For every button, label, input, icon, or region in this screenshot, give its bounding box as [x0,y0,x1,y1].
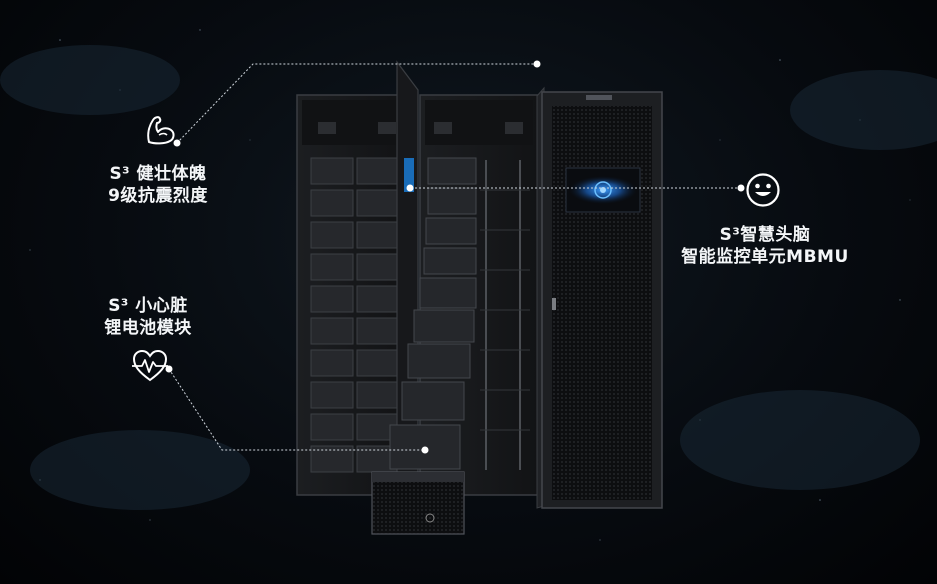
structure-callout-line1: S³ 健壮体魄 [109,164,207,184]
heartbeat-icon [132,349,168,382]
smiley-face-icon [746,173,780,207]
battery-callout-line1: S³ 小心脏 [108,296,188,316]
callout-lines [168,63,741,451]
structure-callout-line2: 9级抗震烈度 [108,186,208,206]
control-cabinet [536,86,663,509]
middle-cabinet [371,94,539,535]
callout-line-structure [176,63,537,144]
callout-line-battery [168,368,425,451]
battery-callout-line2: 锂电池模块 [104,318,192,338]
monitor-callout-text: S³智慧头脑 智能监控单元MBMU [655,224,875,268]
monitor-callout-line1: S³智慧头脑 [719,225,811,245]
structure-callout-text: S³ 健壮体魄 9级抗震烈度 [88,163,228,207]
flexed-arm-icon [147,116,175,145]
monitor-callout-line2: 智能监控单元MBMU [681,247,849,267]
battery-callout-text: S³ 小心脏 锂电池模块 [88,295,208,339]
callout-dots [165,60,745,454]
left-cabinet [296,94,403,496]
